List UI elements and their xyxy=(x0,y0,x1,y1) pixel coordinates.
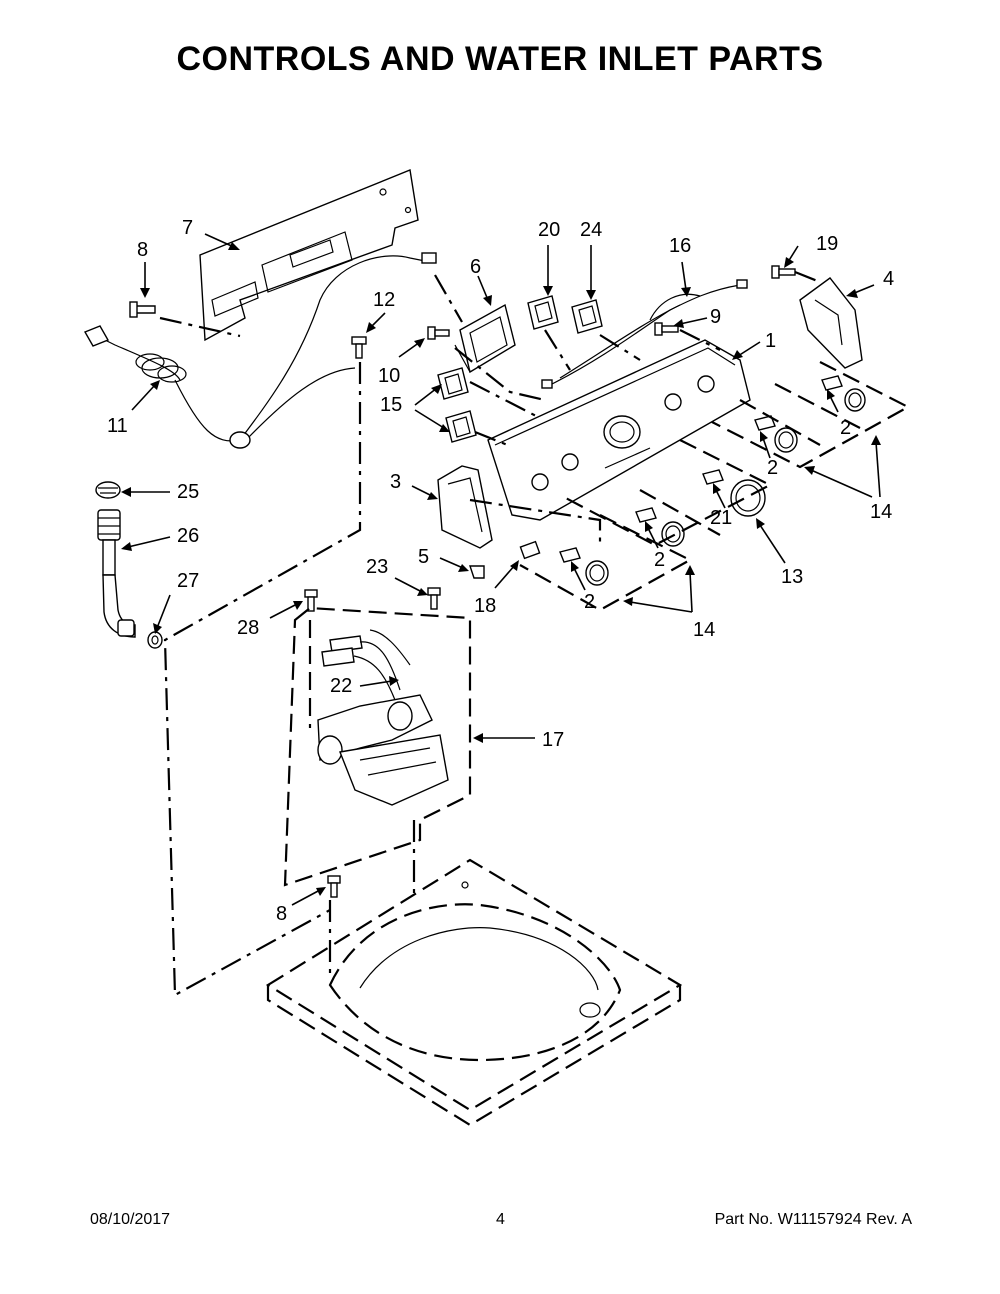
knob-4 xyxy=(559,547,609,586)
clip xyxy=(469,565,485,579)
footer-part-number: Part No. W11157924 Rev. A xyxy=(714,1211,912,1228)
callout-2-b: 2 xyxy=(767,457,778,479)
water-valve-assembly-outline xyxy=(283,606,472,887)
callout-14-a: 14 xyxy=(870,501,892,523)
washer-top-outline xyxy=(265,858,683,1127)
knob-2 xyxy=(754,415,798,453)
switch-15a xyxy=(437,367,469,400)
callout-18: 18 xyxy=(474,595,496,617)
console-end-cap-left xyxy=(437,465,493,549)
knob-explode-lines xyxy=(519,361,911,612)
screw-8-bottom xyxy=(327,875,341,898)
callout-24: 24 xyxy=(580,219,602,241)
switch-15b xyxy=(445,410,477,443)
callout-8-top: 8 xyxy=(137,239,148,261)
callout-6: 6 xyxy=(470,256,481,278)
callout-5: 5 xyxy=(418,546,429,568)
console-end-cap-right xyxy=(799,277,863,369)
callout-10: 10 xyxy=(378,365,400,387)
callout-12: 12 xyxy=(373,289,395,311)
callout-16: 16 xyxy=(669,235,691,257)
wiring-harness-valve xyxy=(321,629,411,701)
callout-15: 15 xyxy=(380,394,402,416)
callout-9: 9 xyxy=(710,306,721,328)
callout-2-a: 2 xyxy=(840,417,851,439)
knob-1 xyxy=(821,375,866,412)
callout-3: 3 xyxy=(390,471,401,493)
water-valve xyxy=(317,694,449,806)
screw-9 xyxy=(654,322,679,336)
inlet-screen xyxy=(95,481,121,499)
callout-20: 20 xyxy=(538,219,560,241)
inlet-washer xyxy=(147,631,163,649)
callout-14-b: 14 xyxy=(693,619,715,641)
callout-22: 22 xyxy=(330,675,352,697)
knob-3 xyxy=(635,507,685,547)
console-rear-panel xyxy=(199,169,419,342)
callout-numbers: 7 8 6 12 10 15 20 24 16 19 4 9 1 11 3 5 … xyxy=(107,217,894,925)
wire-harness xyxy=(541,279,748,389)
callout-13: 13 xyxy=(781,566,803,588)
footer-date: 08/10/2017 xyxy=(90,1211,171,1228)
page-title: CONTROLS AND WATER INLET PARTS xyxy=(176,40,824,78)
knob-large xyxy=(702,469,766,517)
callout-7: 7 xyxy=(182,217,193,239)
screw-19 xyxy=(771,265,796,279)
callout-26: 26 xyxy=(177,525,199,547)
callout-4: 4 xyxy=(883,268,894,290)
assembly-explode-lines xyxy=(159,270,821,997)
switch-20 xyxy=(527,295,559,330)
callout-28: 28 xyxy=(237,617,259,639)
footer-page-number: 4 xyxy=(496,1211,505,1228)
callout-17: 17 xyxy=(542,729,564,751)
callout-19: 19 xyxy=(816,233,838,255)
screw-23 xyxy=(427,587,441,610)
callout-23: 23 xyxy=(366,556,388,578)
screw-8-top xyxy=(129,301,156,318)
screw-10 xyxy=(427,326,450,340)
callout-1: 1 xyxy=(765,330,776,352)
led-lens xyxy=(519,540,541,560)
callout-27: 27 xyxy=(177,570,199,592)
inlet-hose xyxy=(97,509,136,638)
screw-28 xyxy=(304,589,318,612)
console xyxy=(487,339,751,521)
power-cord xyxy=(83,252,437,449)
callout-11: 11 xyxy=(107,415,128,437)
switch-24 xyxy=(571,299,603,334)
callout-21: 21 xyxy=(710,507,732,529)
callout-2-c: 2 xyxy=(654,549,665,571)
callout-25: 25 xyxy=(177,481,199,503)
callout-8-bottom: 8 xyxy=(276,903,287,925)
screw-12 xyxy=(351,336,367,359)
callout-2-d: 2 xyxy=(584,591,595,613)
control-board xyxy=(454,303,516,374)
leader-lines xyxy=(121,233,881,906)
